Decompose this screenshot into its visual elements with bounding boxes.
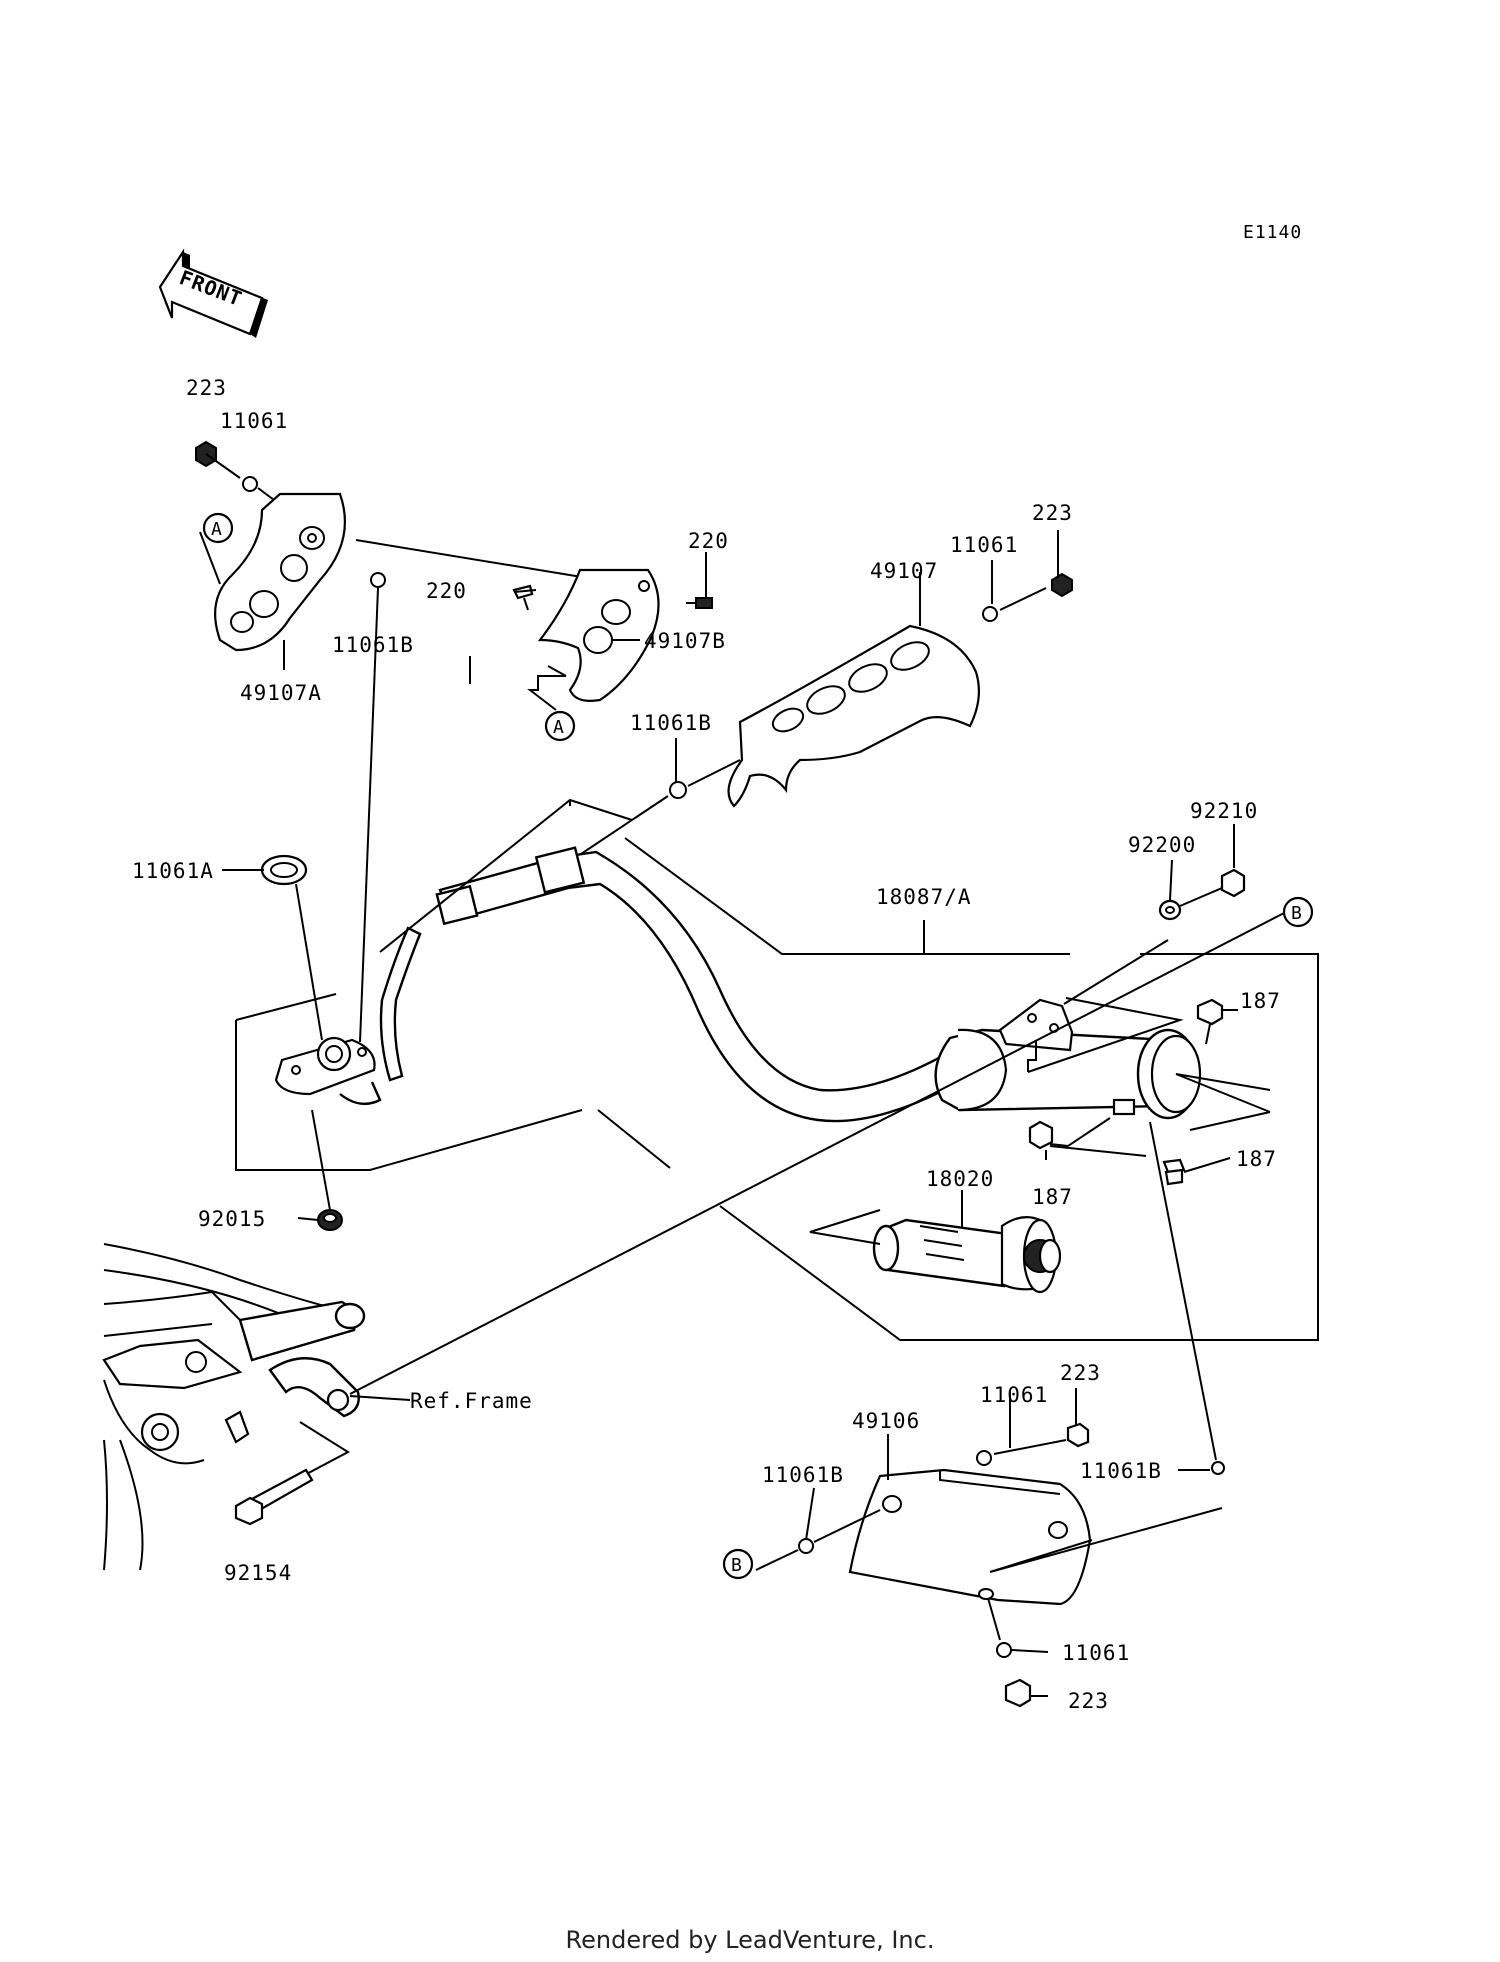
svg-text:A: A bbox=[211, 519, 223, 540]
label-220-right: 220 bbox=[688, 529, 729, 553]
heat-guard-49106 bbox=[848, 1468, 1092, 1606]
front-arrow-icon: FRONT bbox=[158, 248, 268, 338]
washer-11061-bottom bbox=[996, 1642, 1012, 1658]
label-92015: 92015 bbox=[198, 1207, 266, 1231]
label-11061b-lower-left: 11061B bbox=[762, 1463, 844, 1487]
frame bbox=[102, 1243, 366, 1571]
label-92154: 92154 bbox=[224, 1561, 292, 1585]
screw-220-left bbox=[512, 584, 534, 611]
gasket-11061a bbox=[260, 854, 308, 886]
label-11061-top-left: 11061 bbox=[220, 409, 288, 433]
label-187-mid: 187 bbox=[1032, 1185, 1073, 1209]
label-92200: 92200 bbox=[1128, 833, 1196, 857]
label-ref-frame: Ref.Frame bbox=[410, 1389, 533, 1413]
bolt-187-mid bbox=[1028, 1120, 1054, 1150]
label-18087a: 18087/A bbox=[876, 885, 972, 909]
washer-11061b-lower-right bbox=[1211, 1461, 1225, 1475]
bolt-187-bottom bbox=[1162, 1158, 1186, 1186]
washer-11061b-left bbox=[370, 572, 386, 588]
bolt-223-bottom bbox=[1004, 1678, 1032, 1708]
label-11061-lower: 11061 bbox=[980, 1383, 1048, 1407]
svg-text:B: B bbox=[1291, 903, 1303, 924]
washer-11061b-mid bbox=[669, 781, 687, 799]
label-223-top-left: 223 bbox=[186, 376, 227, 400]
callout-a-left: A bbox=[202, 512, 234, 544]
diagram-code: E1140 bbox=[1243, 222, 1302, 243]
nut-92015 bbox=[317, 1209, 343, 1231]
footer-credit: Rendered by LeadVenture, Inc. bbox=[565, 1926, 935, 1954]
label-220-left: 220 bbox=[426, 579, 467, 603]
label-92210: 92210 bbox=[1190, 799, 1258, 823]
label-223-lower: 223 bbox=[1060, 1361, 1101, 1385]
svg-text:B: B bbox=[731, 1555, 743, 1576]
label-11061b-mid: 11061B bbox=[630, 711, 712, 735]
spark-arrestor-18020 bbox=[872, 1215, 1062, 1294]
screw-220-right bbox=[686, 597, 713, 609]
heat-guard-49107b bbox=[537, 568, 660, 702]
bolt-92154 bbox=[234, 1468, 314, 1526]
label-49107b: 49107B bbox=[644, 629, 726, 653]
washer-11061b-lower-left bbox=[798, 1538, 814, 1554]
callout-a-center: A bbox=[544, 710, 576, 742]
label-18020: 18020 bbox=[926, 1167, 994, 1191]
label-11061-top-right: 11061 bbox=[950, 533, 1018, 557]
label-11061-bottom: 11061 bbox=[1062, 1641, 1130, 1665]
label-11061a: 11061A bbox=[132, 859, 214, 883]
label-49107: 49107 bbox=[870, 559, 938, 583]
label-223-bottom: 223 bbox=[1068, 1689, 1109, 1713]
label-223-top-right: 223 bbox=[1032, 501, 1073, 525]
heat-guard-49107 bbox=[727, 624, 981, 808]
washer-92200 bbox=[1158, 899, 1182, 921]
label-187-bottom: 187 bbox=[1236, 1147, 1277, 1171]
muffler bbox=[934, 998, 1202, 1120]
washer-11061-top-left bbox=[242, 476, 258, 492]
label-11061b-left: 11061B bbox=[332, 633, 414, 657]
nut-92210 bbox=[1220, 868, 1246, 898]
label-11061b-lower-right: 11061B bbox=[1080, 1459, 1162, 1483]
label-49107a: 49107A bbox=[240, 681, 322, 705]
bolt-187-top bbox=[1196, 998, 1224, 1045]
exhaust-pipe-18087 bbox=[274, 846, 972, 1123]
label-187-top: 187 bbox=[1240, 989, 1281, 1013]
svg-text:A: A bbox=[553, 717, 565, 738]
washer-11061-lower bbox=[976, 1450, 992, 1466]
callout-b-lower: B bbox=[722, 1548, 754, 1580]
heat-guard-49107a bbox=[214, 492, 347, 652]
label-49106: 49106 bbox=[852, 1409, 920, 1433]
nut-223-top-right bbox=[1051, 572, 1073, 598]
nut-223-lower bbox=[1066, 1422, 1090, 1448]
callout-b-right: B bbox=[1282, 896, 1314, 928]
washer-11061-top-right bbox=[982, 606, 998, 622]
